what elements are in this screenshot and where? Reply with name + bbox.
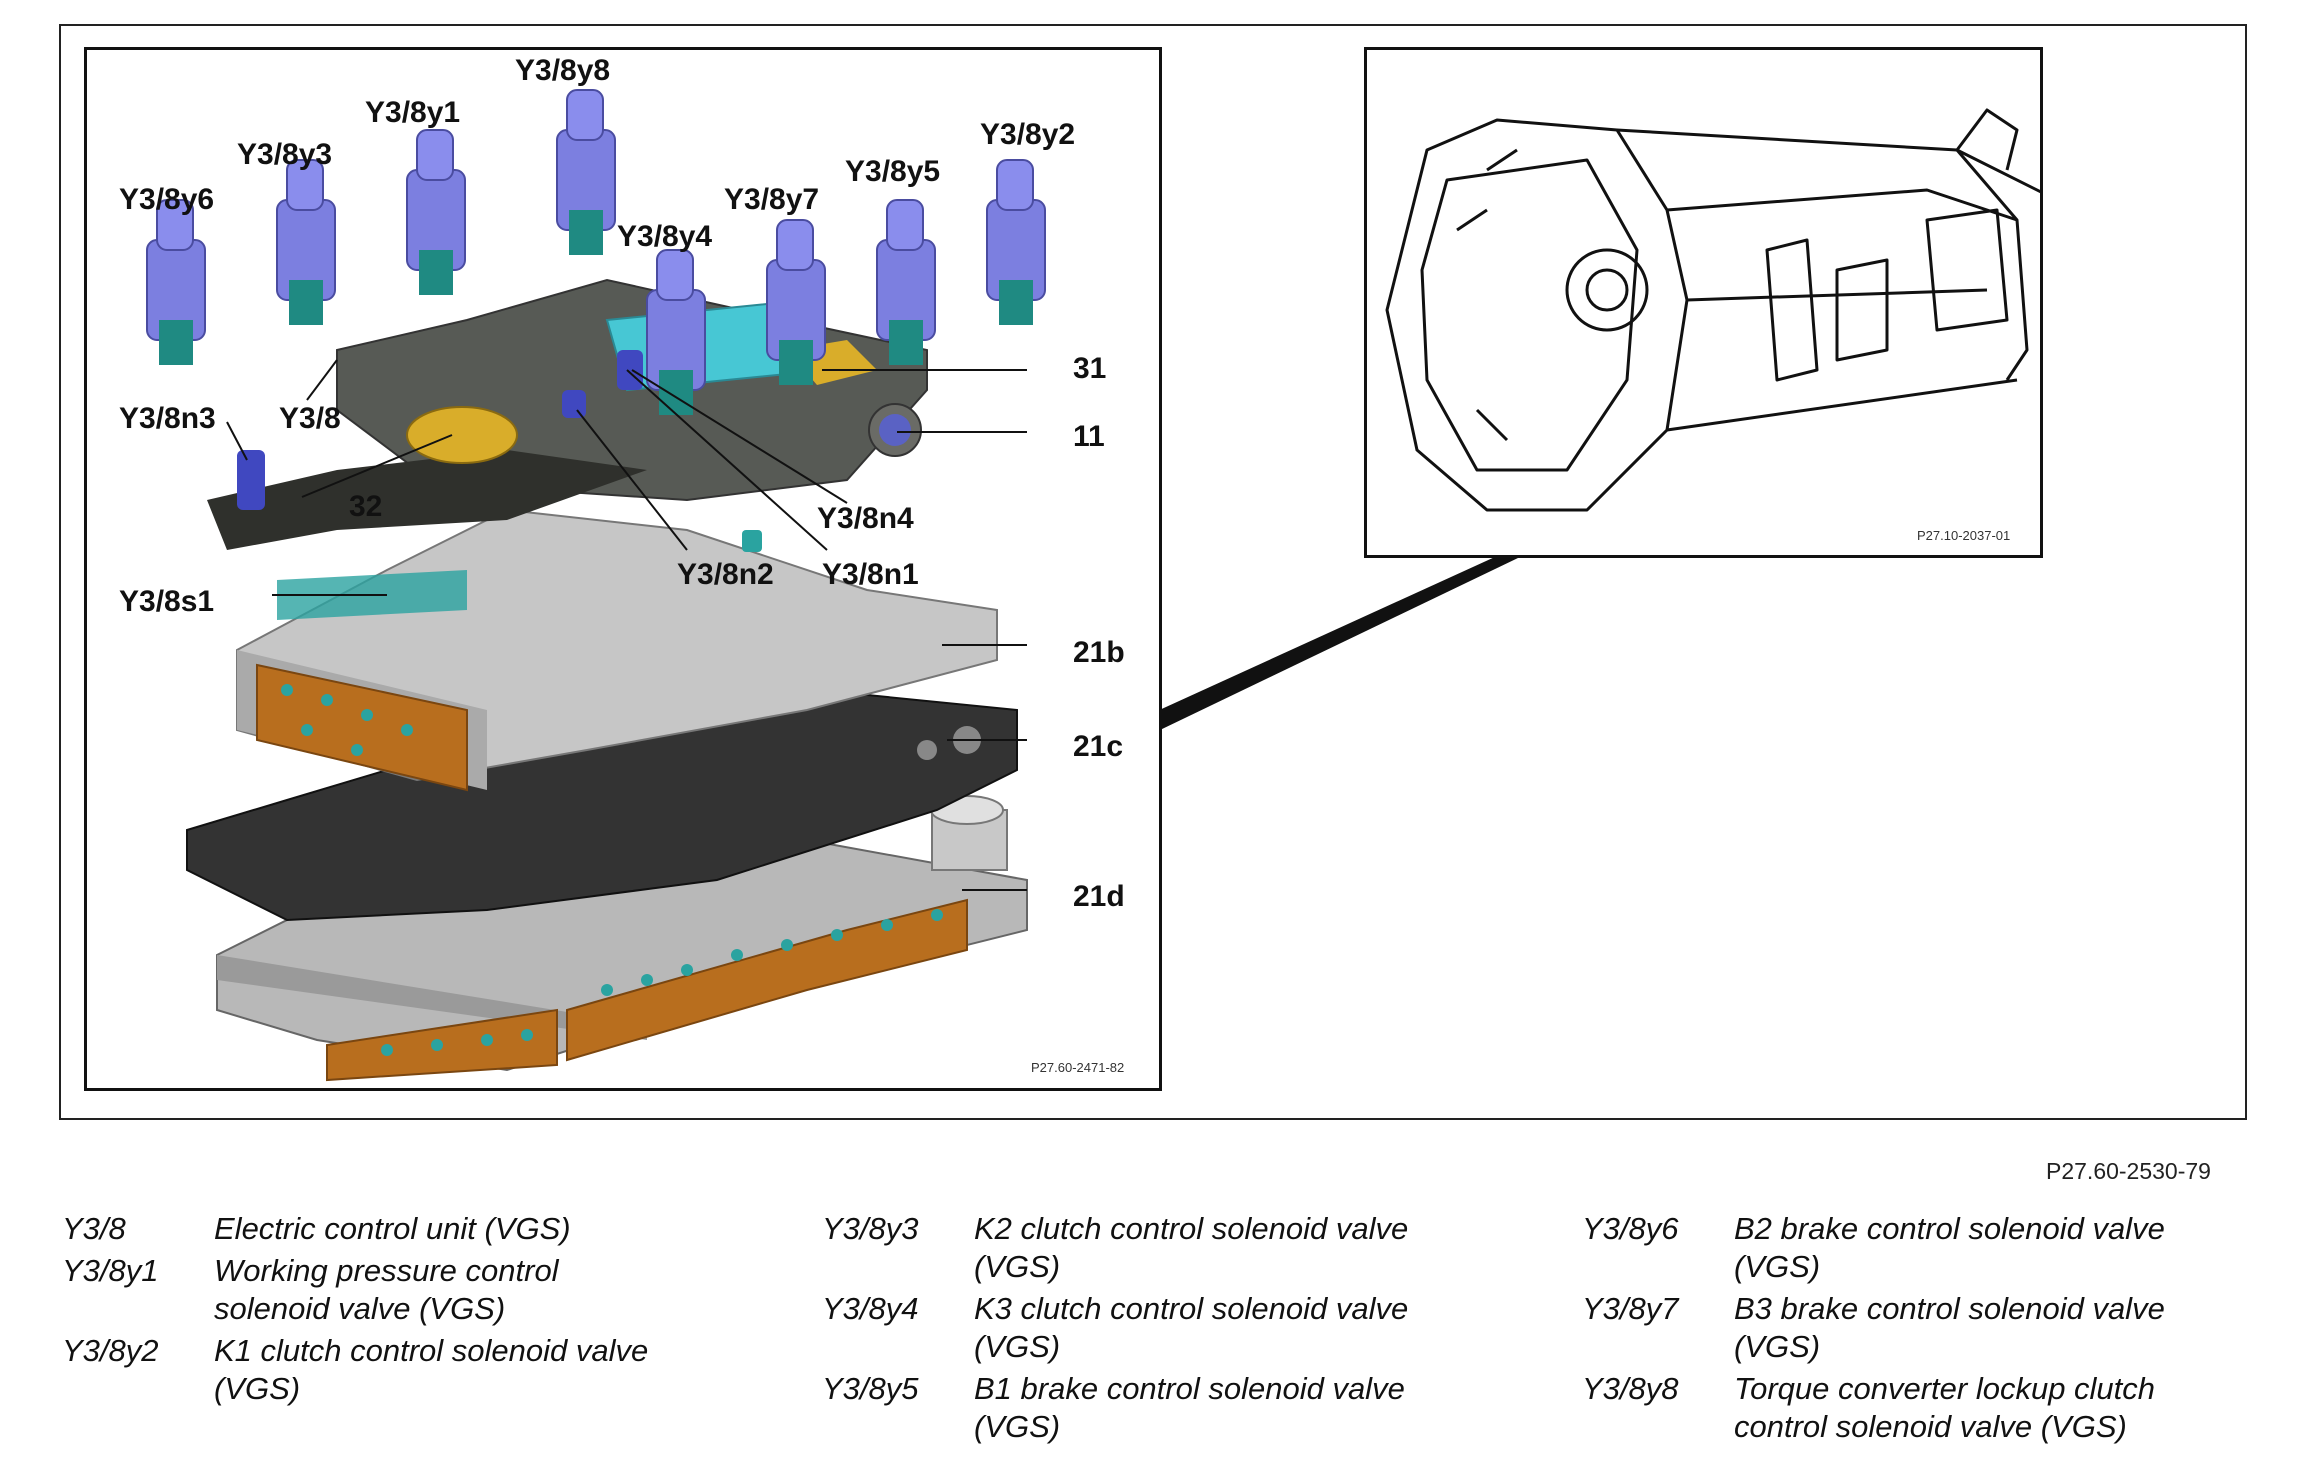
callout-y3-8s1: Y3/8s1 <box>119 585 215 618</box>
legend-desc: Torque converter lockup clutch control s… <box>1734 1371 2156 1444</box>
legend-code: Y3/8y3 <box>822 1211 919 1246</box>
lower-valve-body <box>216 795 1028 1082</box>
callout-y3-8y3: Y3/8y3 <box>237 138 333 171</box>
legend-code: Y3/8y1 <box>62 1253 159 1288</box>
legend-item: Y3/8y7 B3 brake control solenoid valve (… <box>1582 1290 2301 1366</box>
legend-desc: K2 clutch control solenoid valve (VGS) <box>974 1211 1409 1284</box>
lower-body-screws <box>381 909 943 1056</box>
callout-y3-8y2: Y3/8y2 <box>980 118 1076 151</box>
legend-item: Y3/8y6 B2 brake control solenoid valve (… <box>1582 1210 2301 1286</box>
legend-column-2: Y3/8y3 K2 clutch control solenoid valve … <box>822 1210 1542 1450</box>
valve-body-drawing <box>146 89 1046 1082</box>
legend-code: Y3/8y8 <box>1582 1371 1679 1406</box>
callout-y3-8y1: Y3/8y1 <box>365 96 461 129</box>
legend-code: Y3/8y6 <box>1582 1211 1679 1246</box>
legend-item: Y3/8y2 K1 clutch control solenoid valve … <box>62 1332 782 1408</box>
leader-lines <box>226 359 1027 891</box>
legend-code: Y3/8y7 <box>1582 1291 1679 1326</box>
legend-item: Y3/8y4 K3 clutch control solenoid valve … <box>822 1290 1542 1366</box>
legend-item: Y3/8y5 B1 brake control solenoid valve (… <box>822 1370 1542 1446</box>
legend-desc: B2 brake control solenoid valve (VGS) <box>1734 1211 2165 1284</box>
transmission-illustration: P27.10-2037-01 <box>1364 47 2058 558</box>
legend-desc: Electric control unit (VGS) <box>214 1211 571 1246</box>
legend-item: Y3/8 Electric control unit (VGS) <box>62 1210 782 1248</box>
legend-column-3: Y3/8y6 B2 brake control solenoid valve (… <box>1582 1210 2301 1450</box>
callout-y3-8y8: Y3/8y8 <box>515 54 611 87</box>
legend-item: Y3/8y3 K2 clutch control solenoid valve … <box>822 1210 1542 1286</box>
figure-reference: P27.60-2530-79 <box>2046 1158 2211 1184</box>
legend-item: Y3/8y8 Torque converter lockup clutch co… <box>1582 1370 2301 1446</box>
legend-desc: K1 clutch control solenoid valve (VGS) <box>214 1333 649 1406</box>
callout-y3-8n3: Y3/8n3 <box>119 402 216 435</box>
legend-desc: B3 brake control solenoid valve (VGS) <box>1734 1291 2165 1364</box>
callout-y3-8: Y3/8 <box>279 402 341 435</box>
callout-21d: 21d <box>1073 880 1125 913</box>
legend-desc: K3 clutch control solenoid valve (VGS) <box>974 1291 1409 1364</box>
figure-frame <box>59 24 2247 1120</box>
right-figure-code: P27.10-2037-01 <box>1917 528 2011 543</box>
callout-y3-8n1: Y3/8n1 <box>822 558 919 591</box>
callout-y3-8y4: Y3/8y4 <box>617 220 713 253</box>
exploded-valve-body-illustration: Y3/8y8 Y3/8y1 Y3/8y3 Y3/8y2 Y3/8y6 Y3/8y… <box>84 47 1162 1091</box>
callout-y3-8y5: Y3/8y5 <box>845 155 941 188</box>
solenoid-valves <box>146 89 1046 415</box>
left-figure-code: P27.60-2471-82 <box>1031 1060 1125 1075</box>
legend-code: Y3/8 <box>62 1211 126 1246</box>
legend-code: Y3/8y2 <box>62 1333 159 1368</box>
legend-code: Y3/8y4 <box>822 1291 919 1326</box>
legend-item: Y3/8y1 Working pressure control solenoid… <box>62 1252 782 1328</box>
legend-code: Y3/8y5 <box>822 1371 919 1406</box>
callout-y3-8y6: Y3/8y6 <box>119 183 215 216</box>
legend-desc: B1 brake control solenoid valve (VGS) <box>974 1371 1405 1444</box>
callout-32: 32 <box>349 490 383 523</box>
callout-y3-8n2: Y3/8n2 <box>677 558 774 591</box>
legend-column-1: Y3/8 Electric control unit (VGS) Y3/8y1 … <box>62 1210 782 1412</box>
callout-11: 11 <box>1073 420 1105 453</box>
callout-21c: 21c <box>1073 730 1124 763</box>
callout-y3-8y7: Y3/8y7 <box>724 183 820 216</box>
callout-31: 31 <box>1073 352 1107 385</box>
upper-valve-body <box>236 508 998 792</box>
legend-desc: Working pressure control solenoid valve … <box>214 1253 559 1326</box>
transmission-drawing <box>1385 108 2058 512</box>
callout-y3-8n4: Y3/8n4 <box>817 502 914 535</box>
callout-21b: 21b <box>1073 636 1125 669</box>
